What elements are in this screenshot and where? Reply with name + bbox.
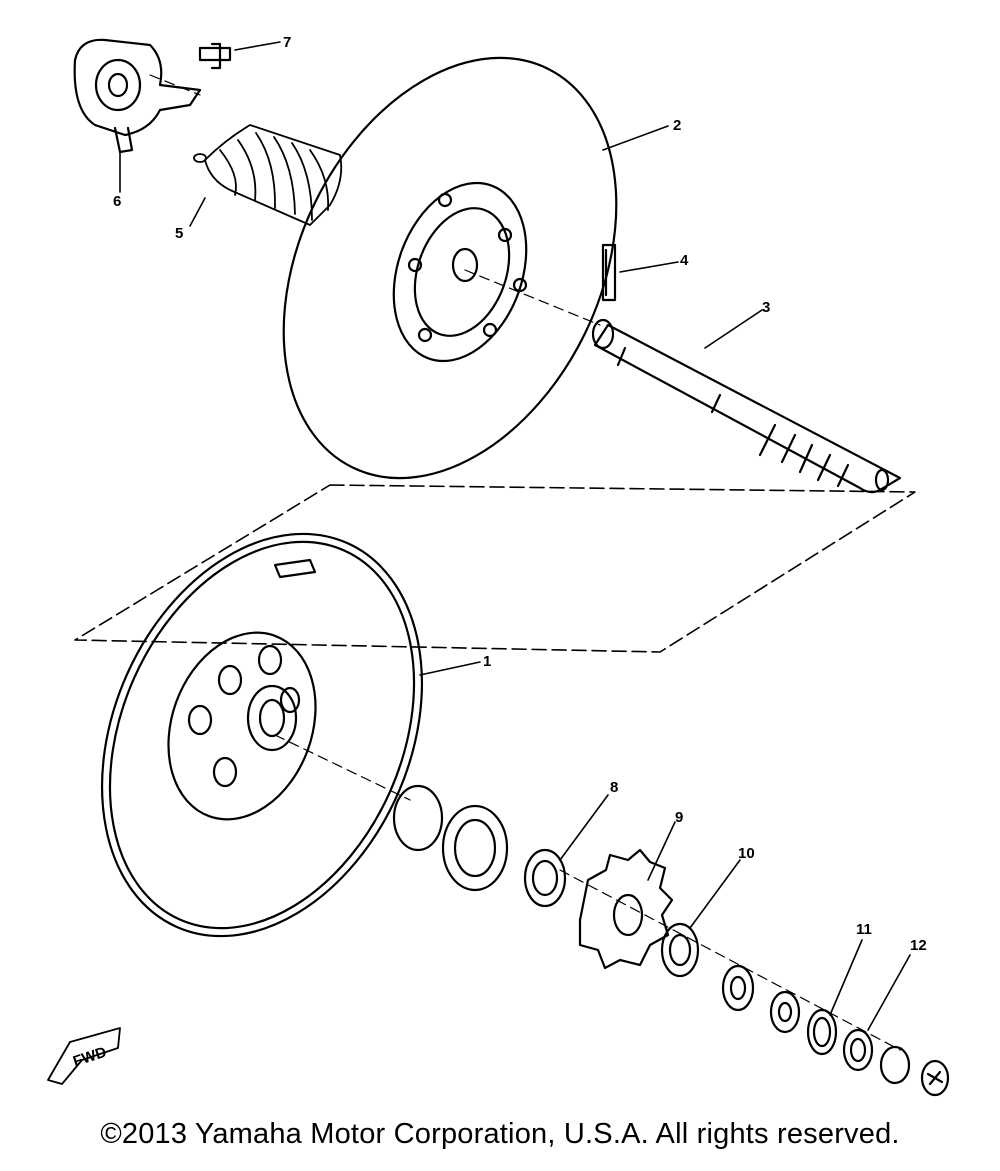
part-5-spring: [193, 124, 343, 226]
part-6-bracket: [73, 38, 202, 154]
callout-8: 8: [610, 779, 618, 796]
callout-5: 5: [175, 225, 183, 242]
center-axis-lines: [149, 74, 901, 1051]
callout-3: 3: [762, 299, 770, 316]
section-plane: [74, 484, 916, 653]
part-3-shaft: [591, 318, 902, 494]
copyright-notice: ©2013 Yamaha Motor Corporation, U.S.A. A…: [100, 1118, 900, 1150]
part-8-collar: [392, 784, 567, 908]
part-9-sprocket: [578, 848, 674, 970]
leader-lines: [119, 41, 911, 1031]
fwd-label: FWD: [71, 1044, 109, 1071]
callout-6: 6: [113, 193, 121, 210]
callout-4: 4: [680, 252, 689, 269]
callout-2: 2: [673, 117, 681, 134]
part-10-washer: [660, 922, 700, 978]
small-hardware: [721, 964, 801, 1034]
callout-12: 12: [910, 937, 927, 954]
part-4-key: [601, 243, 617, 302]
fwd-arrow: [47, 1027, 121, 1085]
callout-10: 10: [738, 845, 755, 862]
callout-labels: 1 2 3 4 5 6 7 8 9 10 11 12 FWD: [71, 34, 927, 1070]
callout-11: 11: [856, 921, 872, 938]
part-12-nut: [842, 1028, 950, 1097]
part-2-sheave: [282, 56, 618, 480]
callout-7: 7: [283, 34, 291, 51]
part-7-bolt: [198, 42, 232, 70]
callout-1: 1: [483, 653, 491, 670]
callout-9: 9: [675, 809, 683, 826]
part-1-sheave: [100, 532, 424, 938]
exploded-parts-diagram: 1 2 3 4 5 6 7 8 9 10 11 12 FWD: [47, 34, 950, 1097]
part-11-washer: [806, 1008, 838, 1056]
